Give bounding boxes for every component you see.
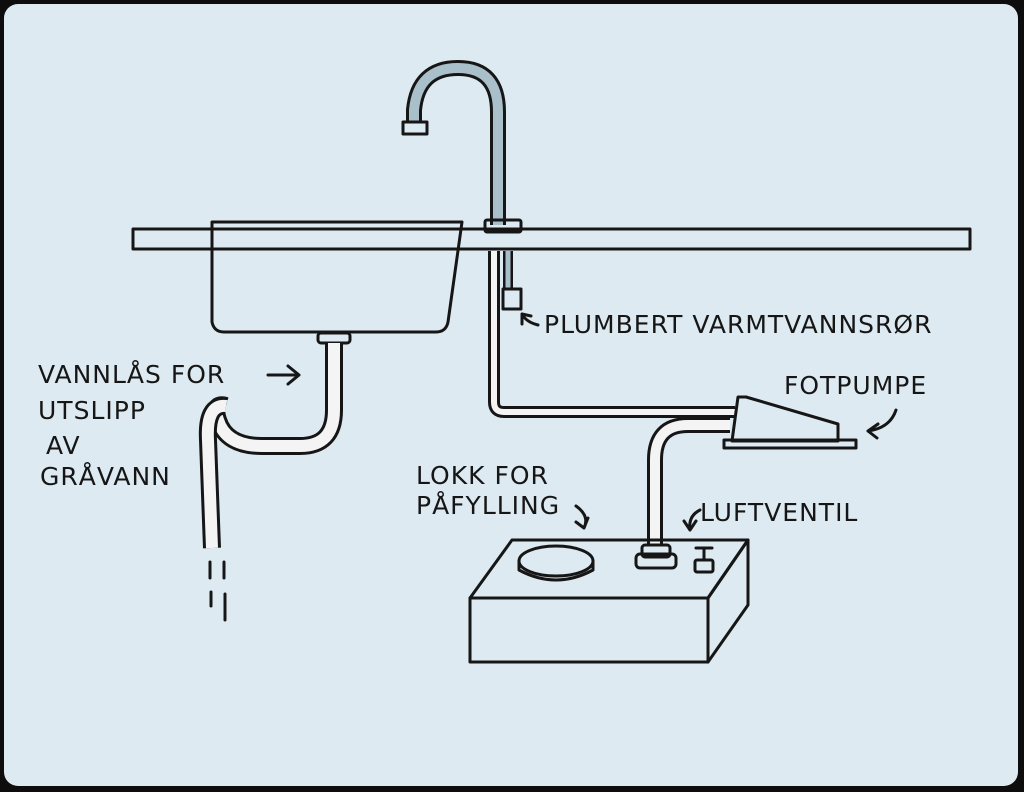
drain-trap-icon [198, 331, 352, 622]
water-tank-icon [468, 538, 750, 664]
trap-label-line3: AV [46, 431, 81, 460]
trap-label-line4: GRÅVANN [40, 462, 171, 491]
hot-water-pipe-icon [501, 251, 523, 311]
fill-lid-label-line2: PÅFYLLING [416, 491, 560, 520]
countertop-icon [131, 227, 972, 251]
supply-line-icon [488, 251, 735, 418]
fill-lid-icon [517, 544, 595, 582]
trap-label-line2: UTSLIPP [38, 396, 146, 425]
diagram-panel: VANNLÅS FOR UTSLIPP AV GRÅVANN PLUMBERT … [4, 4, 1018, 786]
pump-connector-icon [634, 543, 678, 570]
foot-pump-icon [647, 395, 858, 546]
plumbing-diagram: VANNLÅS FOR UTSLIPP AV GRÅVANN PLUMBERT … [38, 59, 972, 664]
arrow-icon [266, 312, 898, 532]
foot-pump-label: FOTPUMPE [784, 371, 927, 400]
hot-water-label: PLUMBERT VARMTVANNSRØR [544, 310, 932, 339]
air-valve-icon [693, 546, 715, 574]
trap-label-line1: VANNLÅS FOR [38, 360, 225, 389]
sink-basin-icon [210, 220, 464, 334]
air-valve-label: LUFTVENTIL [700, 498, 858, 527]
fill-lid-label-line1: LOKK FOR [416, 461, 549, 490]
faucet-icon [401, 59, 523, 234]
